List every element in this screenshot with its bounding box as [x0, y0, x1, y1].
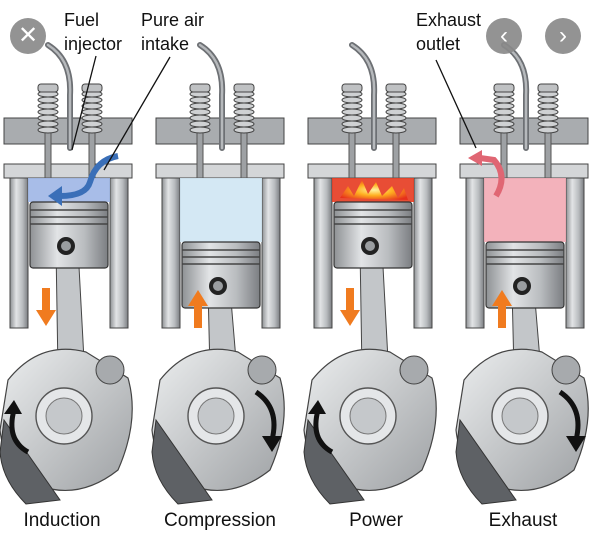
exhaust-valve-spring-exhaust [537, 83, 559, 179]
cylinder-wall-left-compression [161, 177, 181, 329]
head-gasket-compression [155, 163, 285, 179]
piston-direction-arrow-power [340, 288, 360, 326]
pure-air-intake-label-line2: intake [141, 34, 190, 54]
piston-direction-arrow-induction [36, 288, 56, 326]
intake-valve-spring-power [341, 83, 363, 179]
exhaust-outlet-label-line1: Exhaust [416, 10, 482, 30]
piston-exhaust [485, 241, 565, 309]
exhaust-outlet-label-line2: outlet [416, 34, 461, 54]
close-glyph: ✕ [17, 22, 39, 49]
combustion-chamber-compression [180, 178, 262, 242]
stage-title-exhaust: Exhaust [488, 510, 558, 531]
crankshaft-compression [151, 348, 285, 505]
crankshaft-power [303, 348, 437, 505]
chevron-left-glyph: ‹ [500, 22, 508, 49]
cylinder-wall-left-exhaust [465, 177, 485, 329]
exhaust-valve-spring-induction [81, 83, 103, 179]
chevron-left-icon[interactable]: ‹ [486, 18, 522, 54]
exhaust-valve-spring-power [385, 83, 407, 179]
stage-title-induction: Induction [23, 510, 101, 531]
cylinder-wall-right-compression [261, 177, 281, 329]
stage-title-power: Power [349, 510, 403, 531]
cylinder-exhaust [455, 42, 589, 505]
piston-compression [181, 241, 261, 309]
cylinder-wall-left-induction [9, 177, 29, 329]
cylinder-wall-right-induction [109, 177, 129, 329]
crank-rotation-arrow-induction [9, 409, 30, 455]
chevron-right-icon[interactable]: › [545, 18, 581, 54]
cylinder-compression [151, 42, 285, 505]
ignition-flame [340, 180, 408, 200]
crankshaft-induction [0, 348, 133, 505]
crank-rotation-arrow-compression [254, 389, 277, 441]
piston-direction-arrow-compression [188, 290, 208, 328]
crankshaft-exhaust [455, 348, 589, 505]
fuel-injector-label-line1: Fuel [64, 10, 100, 30]
cylinder-wall-right-power [413, 177, 433, 329]
intake-valve-spring-exhaust [493, 83, 515, 179]
cylinder-power [303, 42, 437, 505]
piston-induction [29, 201, 109, 269]
close-icon[interactable]: ✕ [10, 18, 46, 54]
fuel-injector-label-line2: injector [64, 34, 123, 54]
cylinder-wall-right-exhaust [565, 177, 585, 329]
intake-valve-spring-compression [189, 83, 211, 179]
piston-power [333, 201, 413, 269]
piston-direction-arrow-exhaust [492, 290, 512, 328]
combustion-chamber-exhaust [484, 178, 566, 242]
intake-valve-spring-induction [37, 83, 59, 179]
crank-rotation-arrow-power [313, 409, 334, 455]
head-gasket-power [307, 163, 437, 179]
intake-flow-arrow [59, 153, 119, 199]
head-gasket-exhaust [459, 163, 589, 179]
exhaust-flow-arrow [479, 155, 505, 198]
label-leader-lines [71, 55, 477, 171]
crank-rotation-arrow-exhaust [558, 389, 581, 441]
cylinder-induction [0, 42, 133, 505]
pure-air-intake-label-line1: Pure air [141, 10, 205, 30]
chevron-right-glyph: › [559, 22, 567, 49]
cylinder-wall-left-power [313, 177, 333, 329]
stage-title-compression: Compression [164, 510, 276, 531]
head-gasket-induction [3, 163, 133, 179]
